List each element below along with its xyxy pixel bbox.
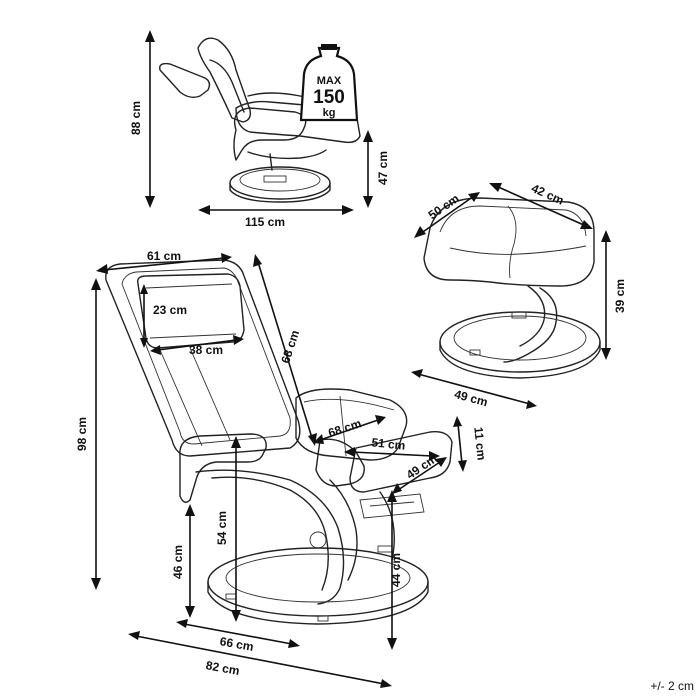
overall-depth-arrow <box>128 631 392 688</box>
seat-height-arrow <box>231 436 241 622</box>
badge-unit-text: kg <box>323 107 336 119</box>
chair-width-arrow <box>96 253 232 274</box>
headrest-width-label: 38 cm <box>189 343 223 357</box>
recliner-seat-height-arrow <box>363 130 373 208</box>
backrest-length-label: 68 cm <box>278 328 302 365</box>
ottoman-depth-arrow <box>414 192 480 238</box>
seat-depth-label: 51 cm <box>371 435 406 452</box>
ottoman-width-arrow <box>489 183 593 229</box>
footrest-thickness-label: 11 cm <box>471 426 488 461</box>
chair-height-label: 98 cm <box>75 417 89 451</box>
ottoman-height-label: 39 cm <box>613 279 627 313</box>
headrest-height-arrow <box>140 284 148 348</box>
recliner-height-arrow <box>145 30 155 208</box>
armrest-base-height-label: 46 cm <box>171 545 185 579</box>
recliner-height-label: 88 cm <box>129 101 143 135</box>
footrest-height-arrow <box>387 490 397 650</box>
ottoman-base-label: 49 cm <box>453 387 489 409</box>
overall-depth-label: 82 cm <box>205 658 241 678</box>
headrest-width-arrow <box>150 335 244 355</box>
base-width-label: 66 cm <box>219 634 255 654</box>
ottoman-base-arrow <box>411 369 537 409</box>
recliner-depth-label: 115 cm <box>245 215 285 229</box>
footrest-thickness-arrow <box>453 416 467 472</box>
seat-depth-arrow <box>344 447 440 461</box>
recliner-depth-arrow <box>198 205 354 215</box>
ottoman-drawing <box>423 197 601 379</box>
armrest-base-height-arrow <box>185 504 195 618</box>
reclined-chair-drawing <box>159 37 361 203</box>
base-width-arrow <box>176 619 300 648</box>
tolerance-note: +/- 2 cm <box>650 679 694 693</box>
chair-height-arrow <box>91 278 101 590</box>
footrest-height-label: 44 cm <box>389 553 403 587</box>
main-chair-drawing <box>105 259 453 625</box>
recliner-seat-height-label: 47 cm <box>376 151 390 185</box>
ottoman-height-arrow <box>601 230 611 360</box>
max-weight-badge: MAX 150 kg <box>299 44 359 122</box>
badge-weight-value: 150 <box>313 87 345 108</box>
seat-width-label: 68 cm <box>326 416 363 440</box>
badge-max-text: MAX <box>317 75 342 87</box>
seat-height-label: 54 cm <box>215 511 229 545</box>
seat-width-arrow <box>313 415 386 444</box>
chair-width-label: 61 cm <box>147 249 181 263</box>
footrest-depth-arrow <box>392 457 447 494</box>
headrest-height-label: 23 cm <box>153 303 187 317</box>
